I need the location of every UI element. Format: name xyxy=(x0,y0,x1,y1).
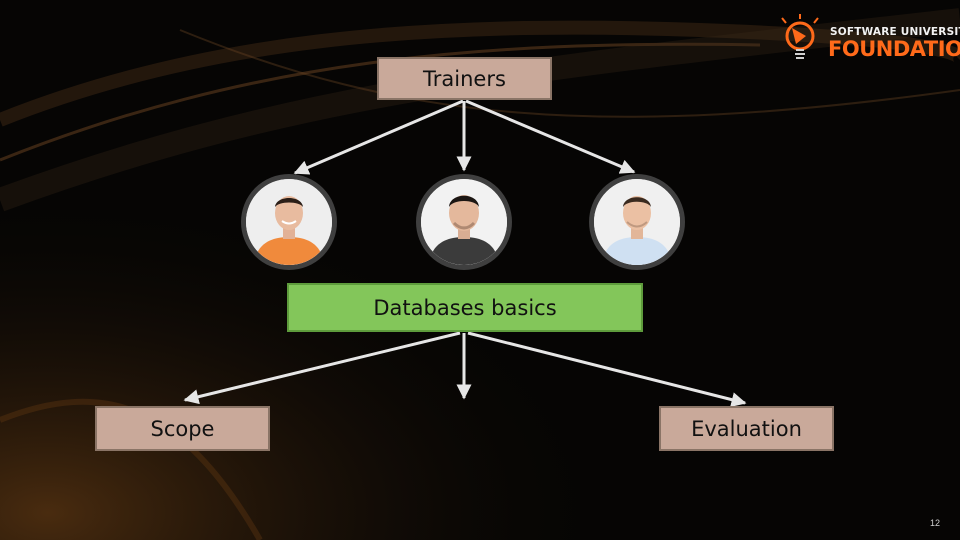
lightbulb-icon xyxy=(781,14,819,59)
arrow-trainers-left xyxy=(293,99,464,175)
evaluation-node: Evaluation xyxy=(659,406,834,451)
trainer-avatar-1 xyxy=(241,174,337,270)
software-university-logo: SOFTWARE UNIVERSITY FOUNDATION xyxy=(776,14,960,72)
databases-basics-node: Databases basics xyxy=(287,283,643,332)
scope-node: Scope xyxy=(95,406,270,451)
logo-line1: SOFTWARE UNIVERSITY xyxy=(830,26,960,38)
trainers-node: Trainers xyxy=(377,57,552,100)
arrow-db-right xyxy=(467,331,747,407)
trainer-avatar-3 xyxy=(589,174,685,270)
arrow-db-left xyxy=(183,331,461,405)
page-number: 12 xyxy=(929,518,940,528)
trainer-avatar-2 xyxy=(416,174,512,270)
arrow-trainers-right xyxy=(465,99,636,174)
logo-line2: FOUNDATION xyxy=(828,37,960,61)
